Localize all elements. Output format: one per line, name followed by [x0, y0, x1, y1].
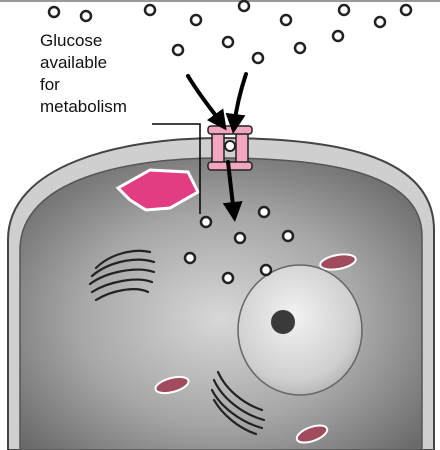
label-line-3: for [40, 74, 190, 96]
glucose-molecule-icon [191, 15, 201, 25]
glucose-molecule-icon [401, 5, 411, 15]
glucose-molecule-icon [261, 265, 271, 275]
glucose-molecule-icon [49, 7, 59, 17]
glucose-molecule-icon [281, 15, 291, 25]
glucose-molecule-icon [375, 17, 385, 27]
label-line-2: available [40, 52, 190, 74]
glucose-molecule-icon [235, 233, 245, 243]
glucose-molecule-icon [333, 31, 343, 41]
glucose-label: Glucose available for metabolism [40, 30, 190, 118]
glucose-molecule-icon [145, 5, 155, 15]
glucose-molecule-icon [253, 53, 263, 63]
glucose-molecule-icon [81, 11, 91, 21]
cytoplasm [20, 158, 422, 450]
nucleolus [271, 310, 295, 334]
label-line-4: metabolism [40, 96, 190, 118]
glucose-molecule-icon [283, 231, 293, 241]
glucose-molecule-icon [339, 5, 349, 15]
glucose-molecule-icon [223, 37, 233, 47]
glucose-molecule-icon [259, 207, 269, 217]
glucose-molecule-icon [223, 273, 233, 283]
glucose-molecule-icon [295, 43, 305, 53]
glucose-molecule-icon [239, 1, 249, 11]
glucose-molecule-icon [201, 217, 211, 227]
nucleus [238, 265, 362, 395]
glucose-molecule-icon [185, 253, 195, 263]
label-line-1: Glucose [40, 30, 190, 52]
